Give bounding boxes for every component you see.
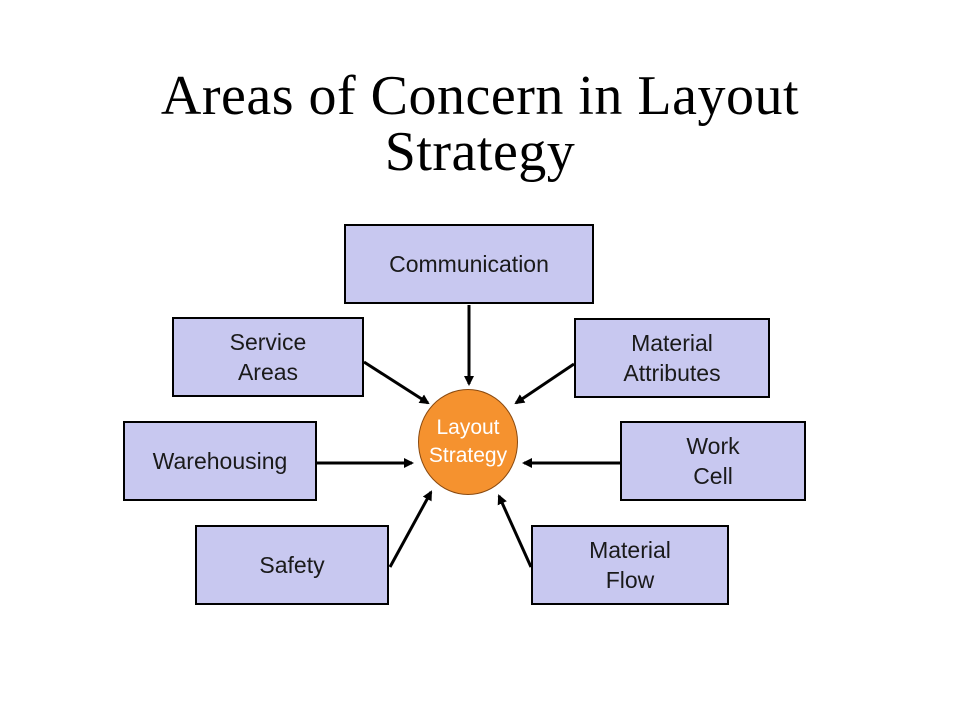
node-safety-label: Safety — [259, 552, 325, 578]
node-warehousing-label: Warehousing — [152, 448, 288, 474]
node-safety: Safety — [195, 525, 389, 605]
node-work-cell-label-line-2: Cell — [693, 463, 733, 489]
node-communication: Communication — [344, 224, 594, 304]
node-service-areas-label-line-1: Service — [229, 329, 307, 355]
node-material-flow-label-line-1: Material — [589, 537, 671, 563]
node-service-areas: Service Areas — [172, 317, 364, 397]
arrow-material-flow — [497, 494, 533, 568]
center-node-layout-strategy: Layout Strategy — [418, 389, 518, 495]
slide-title-line-2: Strategy — [384, 121, 576, 183]
center-node-label-line-1: Layout — [436, 416, 500, 439]
node-work-cell: Work Cell — [620, 421, 806, 501]
node-material-flow-label-line-2: Flow — [605, 567, 655, 593]
arrow-safety — [388, 490, 433, 568]
node-work-cell-label-line-1: Work — [686, 433, 740, 459]
node-material-attributes: Material Attributes — [574, 318, 770, 398]
arrow-service-areas — [363, 360, 430, 405]
node-service-areas-label-line-2: Areas — [237, 359, 299, 385]
node-material-attributes-label-line-2: Attributes — [623, 360, 721, 386]
node-warehousing: Warehousing — [123, 421, 317, 501]
center-node-label-line-2: Strategy — [428, 444, 508, 467]
slide-title-line-1: Areas of Concern in Layout — [160, 65, 800, 127]
node-material-flow: Material Flow — [531, 525, 729, 605]
arrow-material-attributes — [514, 362, 575, 405]
node-material-attributes-label-line-1: Material — [631, 330, 713, 356]
node-communication-label: Communication — [389, 251, 549, 277]
